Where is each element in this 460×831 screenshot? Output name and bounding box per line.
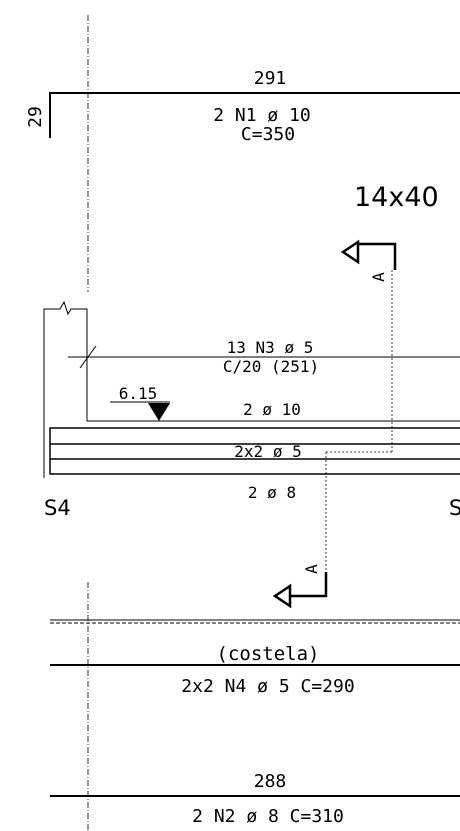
section-mark-lower: A (272, 564, 328, 609)
section-mark-label-lower: A (302, 564, 321, 574)
rib-label: (costela) (217, 643, 320, 665)
top-bar-hook: 29 (25, 106, 46, 128)
beam-label: 14x40 (354, 182, 439, 213)
level-value: 6.15 (119, 384, 158, 403)
bottom-bar-spec: 2 N2 ø 8 C=310 (192, 806, 344, 827)
top-bar-cut: C=350 (241, 124, 295, 145)
section-mark-label: A (369, 272, 388, 282)
stirrup-spacing: C/20 (251) (223, 357, 319, 376)
top-bar-spec: 2 N1 ø 10 (213, 105, 311, 126)
support-right-label: S (449, 496, 460, 520)
beam-box (49, 427, 460, 475)
stirrup-spec: 13 N3 ø 5 (227, 338, 314, 357)
support-outline (43, 300, 460, 478)
section-mark-upper: A (340, 239, 397, 282)
top-bar-n1 (49, 92, 460, 138)
bottom-bar-length: 288 (254, 771, 287, 792)
top-bar-length: 291 (254, 68, 287, 89)
support-left-label: S4 (44, 496, 71, 520)
stirrup-tick (79, 345, 97, 369)
rib-spec: 2x2 N4 ø 5 C=290 (181, 676, 354, 697)
top-rebar-label: 2 ø 10 (243, 400, 301, 419)
level-triangle (148, 403, 170, 421)
skin-rebar-label: 2x2 ø 5 (234, 442, 301, 461)
bottom-rebar-label: 2 ø 8 (248, 483, 296, 502)
